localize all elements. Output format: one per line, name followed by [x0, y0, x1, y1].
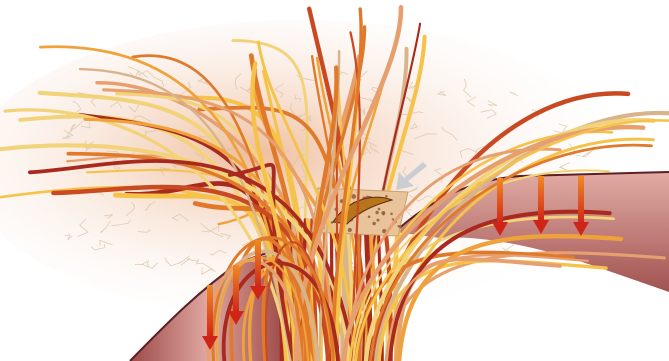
patch-dot: [372, 222, 376, 226]
patch-dot: [378, 208, 381, 211]
patch-dot: [399, 225, 402, 228]
patch-dot: [348, 228, 352, 232]
down-arrow-shaft: [233, 265, 239, 313]
down-arrow-shaft: [207, 285, 213, 338]
patch-dot: [368, 216, 371, 219]
down-arrow-shaft: [578, 176, 584, 224]
patch-dot: [375, 211, 378, 214]
down-arrow-shaft: [538, 176, 544, 222]
patch-dot: [390, 213, 393, 216]
patch-dot: [385, 195, 388, 198]
down-arrow-shaft: [497, 178, 503, 224]
down-arrow-shaft: [255, 240, 261, 288]
patch-dot: [381, 211, 385, 215]
patch-dot: [377, 219, 380, 222]
